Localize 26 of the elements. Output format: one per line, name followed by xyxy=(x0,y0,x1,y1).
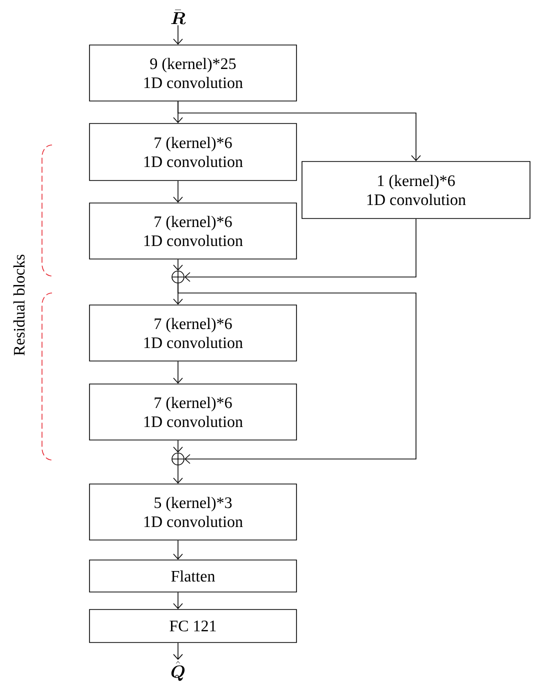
process-box: 7 (kernel)*6 1D convolution xyxy=(89,384,297,440)
symbol-label: $\bar{\boldsymbol{R}}$ xyxy=(171,10,186,24)
arrow xyxy=(173,540,183,560)
process-box: 7 (kernel)*6 1D convolution xyxy=(89,123,297,181)
arrow xyxy=(173,440,183,453)
arrow xyxy=(173,592,183,610)
process-box: Flatten xyxy=(89,560,297,592)
arrow xyxy=(178,283,416,464)
arrow xyxy=(173,361,183,384)
side-label: Residual blocks xyxy=(13,254,25,356)
arrow xyxy=(184,218,416,282)
arrow xyxy=(173,465,183,484)
arrow xyxy=(173,642,183,660)
arrow xyxy=(178,101,421,162)
process-box: 5 (kernel)*3 1D convolution xyxy=(89,484,297,540)
arrow xyxy=(173,259,183,271)
sum-circle xyxy=(172,270,184,284)
process-box: 9 (kernel)*25 1D convolution xyxy=(89,44,297,102)
process-box: 7 (kernel)*6 1D convolution xyxy=(89,304,297,362)
sum-circle xyxy=(172,452,184,466)
arrow xyxy=(173,24,183,45)
symbol-label: $\hat{\boldsymbol{Q}}$ xyxy=(171,661,185,681)
process-box: 1 (kernel)*6 1D convolution xyxy=(302,161,530,219)
arrow xyxy=(173,180,183,203)
process-box: FC 121 xyxy=(89,609,297,643)
process-box: 7 (kernel)*6 1D convolution xyxy=(89,202,297,260)
